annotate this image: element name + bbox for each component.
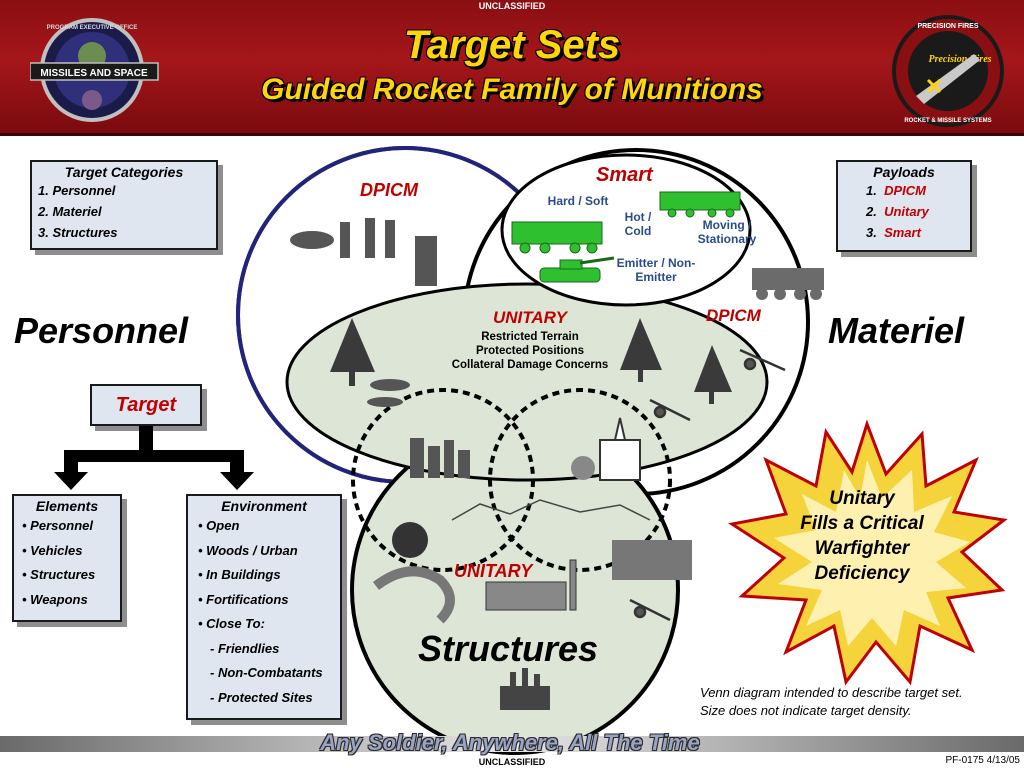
- payloads-box: Payloads 1. DPICM 2. Unitary 3. Smart: [836, 160, 972, 252]
- factory-icon: [485, 559, 577, 611]
- smart-label: Smart: [596, 164, 653, 186]
- green-tank-icon: [539, 267, 601, 283]
- smart-vehicles: [511, 191, 741, 283]
- starburst-callout: [728, 420, 1008, 686]
- hot-cold-label: Hot / Cold: [624, 210, 652, 238]
- artillery-icons: [629, 348, 786, 622]
- dashed-circle-left: [351, 388, 535, 572]
- footer-slogan: Any Soldier, Anywhere, All The Time: [320, 730, 700, 755]
- structures-label: Structures: [418, 628, 599, 669]
- tree-connector-arrows: [54, 426, 254, 490]
- elements-box: Elements • Personnel • Vehicles • Struct…: [12, 494, 122, 622]
- green-launcher-icon: [659, 191, 741, 211]
- classification-top: UNCLASSIFIED: [478, 1, 546, 11]
- unitary-top-label: UNITARY: [493, 308, 567, 327]
- target-root-box: Target: [90, 384, 202, 426]
- emitter-label: Emitter / Non-Emitter: [616, 256, 696, 284]
- document-code: PF-0175 4/13/05: [945, 755, 1021, 766]
- unitary-ellipse: [285, 282, 769, 482]
- city-buildings-icon: [410, 438, 470, 478]
- rocket-icon: [916, 54, 980, 104]
- target-categories-box: Target Categories 1. Personnel 2. Materi…: [30, 160, 218, 250]
- pipeline-icon: [372, 522, 455, 624]
- seal-ribbon-text: MISSILES AND SPACE: [40, 68, 148, 79]
- industrial-building-icon: [612, 540, 692, 580]
- tree-icons: [330, 318, 732, 404]
- diagram-note: Venn diagram intended to describe target…: [700, 685, 963, 718]
- unitary-bottom-label: UNITARY: [454, 561, 533, 581]
- starburst-text: Unitary Fills a Critical Warfighter Defi…: [800, 488, 924, 584]
- peo-missiles-space-seal: MISSILES AND SPACE PROGRAM EXECUTIVE OFF…: [30, 18, 159, 122]
- church-icon: [599, 417, 641, 481]
- precision-fires-seal: PRECISION FIRES Precision Fires ROCKET &…: [892, 15, 1004, 127]
- page-title: Target Sets: [403, 23, 621, 67]
- unitary-top-details: Restricted Terrain Protected Positions C…: [451, 331, 609, 371]
- header-banner: [0, 0, 1024, 136]
- dpicm-right-label: DPICM: [706, 306, 761, 325]
- page-subtitle: Guided Rocket Family of Munitions: [261, 73, 763, 106]
- dpicm-left-label: DPICM: [360, 180, 418, 200]
- refinery-icon: [500, 668, 550, 710]
- moving-stationary-label: Moving / Stationary: [697, 218, 757, 246]
- materiel-label: Materiel: [828, 310, 965, 351]
- svg-text:ROCKET & MISSILE SYSTEMS: ROCKET & MISSILE SYSTEMS: [904, 118, 991, 124]
- environment-box: Environment • Open • Woods / Urban • In …: [186, 494, 342, 720]
- footer-bar: [0, 736, 1024, 752]
- dashed-circle-right: [488, 388, 672, 572]
- svg-text:Precision Fires: Precision Fires: [928, 54, 991, 65]
- green-missile-truck-icon: [511, 221, 603, 245]
- military-truck-icon: [752, 268, 824, 300]
- mountain-landscape-icon: [451, 499, 651, 521]
- soldier-icons: [290, 218, 437, 407]
- classification-bottom: UNCLASSIFIED: [478, 757, 546, 767]
- svg-text:PRECISION FIRES: PRECISION FIRES: [917, 23, 978, 30]
- hard-soft-label: Hard / Soft: [547, 194, 609, 208]
- seal-ring-text: PROGRAM EXECUTIVE OFFICE: [47, 25, 138, 31]
- satellite-dish-icon: [571, 456, 595, 480]
- personnel-label: Personnel: [14, 310, 189, 351]
